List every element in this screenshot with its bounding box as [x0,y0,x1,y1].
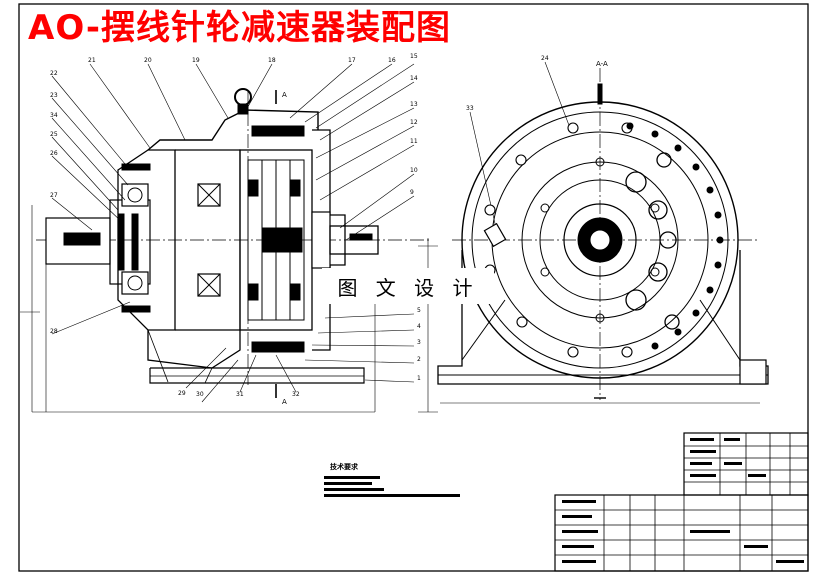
section-mark-top: A [282,91,287,99]
callout-18: 18 [268,57,276,64]
callout-22: 22 [50,70,58,77]
drawing-border [18,3,809,572]
callout-9: 9 [410,189,414,196]
section-label: A-A [596,60,608,68]
callout-10: 10 [410,167,418,174]
callout-27: 27 [50,192,58,199]
callout-17: 17 [348,57,356,64]
callout-16: 16 [388,57,396,64]
callout-13: 13 [410,101,418,108]
callout-33: 33 [466,105,474,112]
callout-24: 24 [541,55,549,62]
title-block-marks [562,438,804,563]
watermark: 图 文 设 计 [322,268,494,304]
drawing-title: AO-摆线针轮减速器装配图 [28,8,451,48]
callout-20: 20 [144,57,152,64]
callout-3: 3 [417,339,421,346]
callout-32: 32 [292,391,300,398]
callout-30: 30 [196,391,204,398]
callout-28: 28 [50,328,58,335]
callout-21: 21 [88,57,96,64]
callout-2: 2 [417,356,421,363]
callout-26: 26 [50,150,58,157]
end-view [437,68,769,404]
callout-15: 15 [410,53,418,60]
notes-lines [324,476,460,497]
callout-34: 34 [50,112,58,119]
callout-31: 31 [236,391,244,398]
title-block [554,432,809,572]
section-mark-bottom: A [282,398,287,406]
callout-12: 12 [410,119,418,126]
callout-1: 1 [417,375,421,382]
callout-4: 4 [417,323,421,330]
callout-25: 25 [50,131,58,138]
callout-14: 14 [410,75,418,82]
callout-23: 23 [50,92,58,99]
callout-19: 19 [192,57,200,64]
notes-title: 技术要求 [330,462,359,471]
callout-5: 5 [417,307,421,314]
sectional-view [20,88,438,413]
callout-29: 29 [178,390,186,397]
callout-11: 11 [410,138,418,145]
